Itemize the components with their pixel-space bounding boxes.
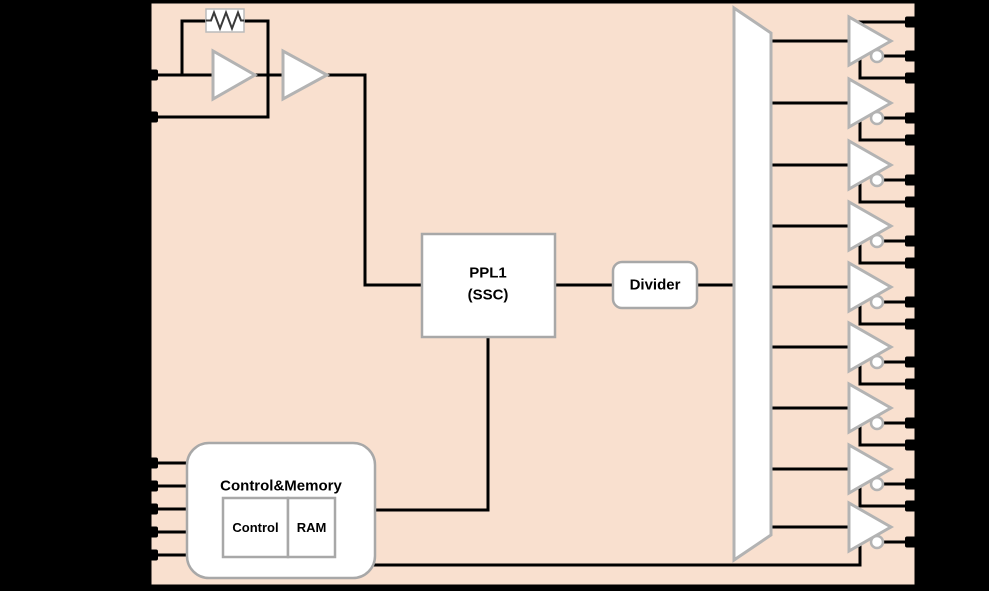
xin-pin [143,69,158,81]
output-pin [905,439,922,451]
output-pin [905,174,922,186]
resistor-zigzag-icon [206,9,244,32]
osc-to-pll-wire [325,73,424,287]
buffer-tap-wire [858,300,913,326]
pll-block [420,232,557,339]
output-pin [905,257,922,269]
mux-trapezoid [732,5,773,563]
ram-label: RAM [297,520,327,535]
buffer-tap-wire [858,239,913,265]
control-pins-group [143,457,192,561]
control-to-pll-wire [373,335,490,512]
crystal-oscillator [143,8,424,287]
output-buffer-triangle [847,199,895,253]
buffer-tap-wire [858,482,913,508]
control-memory-label: Control&Memory [220,478,342,495]
output-buffer-triangle [847,260,895,314]
output-buffer-triangle [847,500,895,554]
control-memory-unit: Control&Memory Control RAM [185,441,377,580]
divider-label: Divider [630,277,681,294]
control-pin [143,549,158,561]
control-label: Control [232,520,278,535]
output-pin [905,235,922,247]
output-pin [905,134,922,146]
inverting-bubble-icon [869,415,885,431]
ram-block [286,496,337,559]
output-pin [905,536,922,548]
inverting-bubble-icon [869,172,885,188]
inverting-bubble-icon [869,534,885,550]
output-buffer-triangle [847,138,895,192]
inverting-bubble-icon [869,476,885,492]
inverting-bubble-icon [869,110,885,126]
output-pin [905,196,922,208]
output-buffer-triangle [847,76,895,130]
output-pin [905,417,922,429]
output-pin [905,112,922,124]
control-pin [143,480,158,492]
inverting-bubble-icon [869,233,885,249]
inverting-bubble-icon [869,354,885,370]
inverting-bubble-icon [869,294,885,310]
output-pin [905,16,922,28]
control-pin [143,526,158,538]
output-pin [905,356,922,368]
output-buffer-triangle [847,320,895,374]
output-pin [905,378,922,390]
inverting-bubble-icon [869,48,885,64]
divider-block [611,260,699,310]
output-pin [905,72,922,84]
output-pin [905,478,922,490]
buffer-tap-wire [858,178,913,204]
output-pin [905,318,922,330]
buffer-tap-wire [858,54,913,80]
buffer-tap-wire [858,421,913,447]
output-buffer-triangle [847,14,895,68]
osc-buffer-triangle [281,48,331,102]
output-pin [905,50,922,62]
buffer-tap-wire [858,116,913,142]
output-pin [905,500,922,512]
xout-pin [143,111,158,123]
control-pin [143,457,158,469]
pll-label-line2: (SSC) [468,287,509,304]
osc-inverter-triangle [211,48,259,102]
buffer-to-control-feedback-wire [373,541,862,567]
output-pin [905,296,922,308]
buffer-tap-wire [858,360,913,386]
output-buffer-bank [373,20,913,567]
output-buffer-triangle [847,442,895,496]
pll-label-line1: PPL1 [469,265,507,282]
output-buffer-triangle [847,381,895,435]
output-buffer-symbols [847,14,922,554]
control-pin [143,503,158,515]
